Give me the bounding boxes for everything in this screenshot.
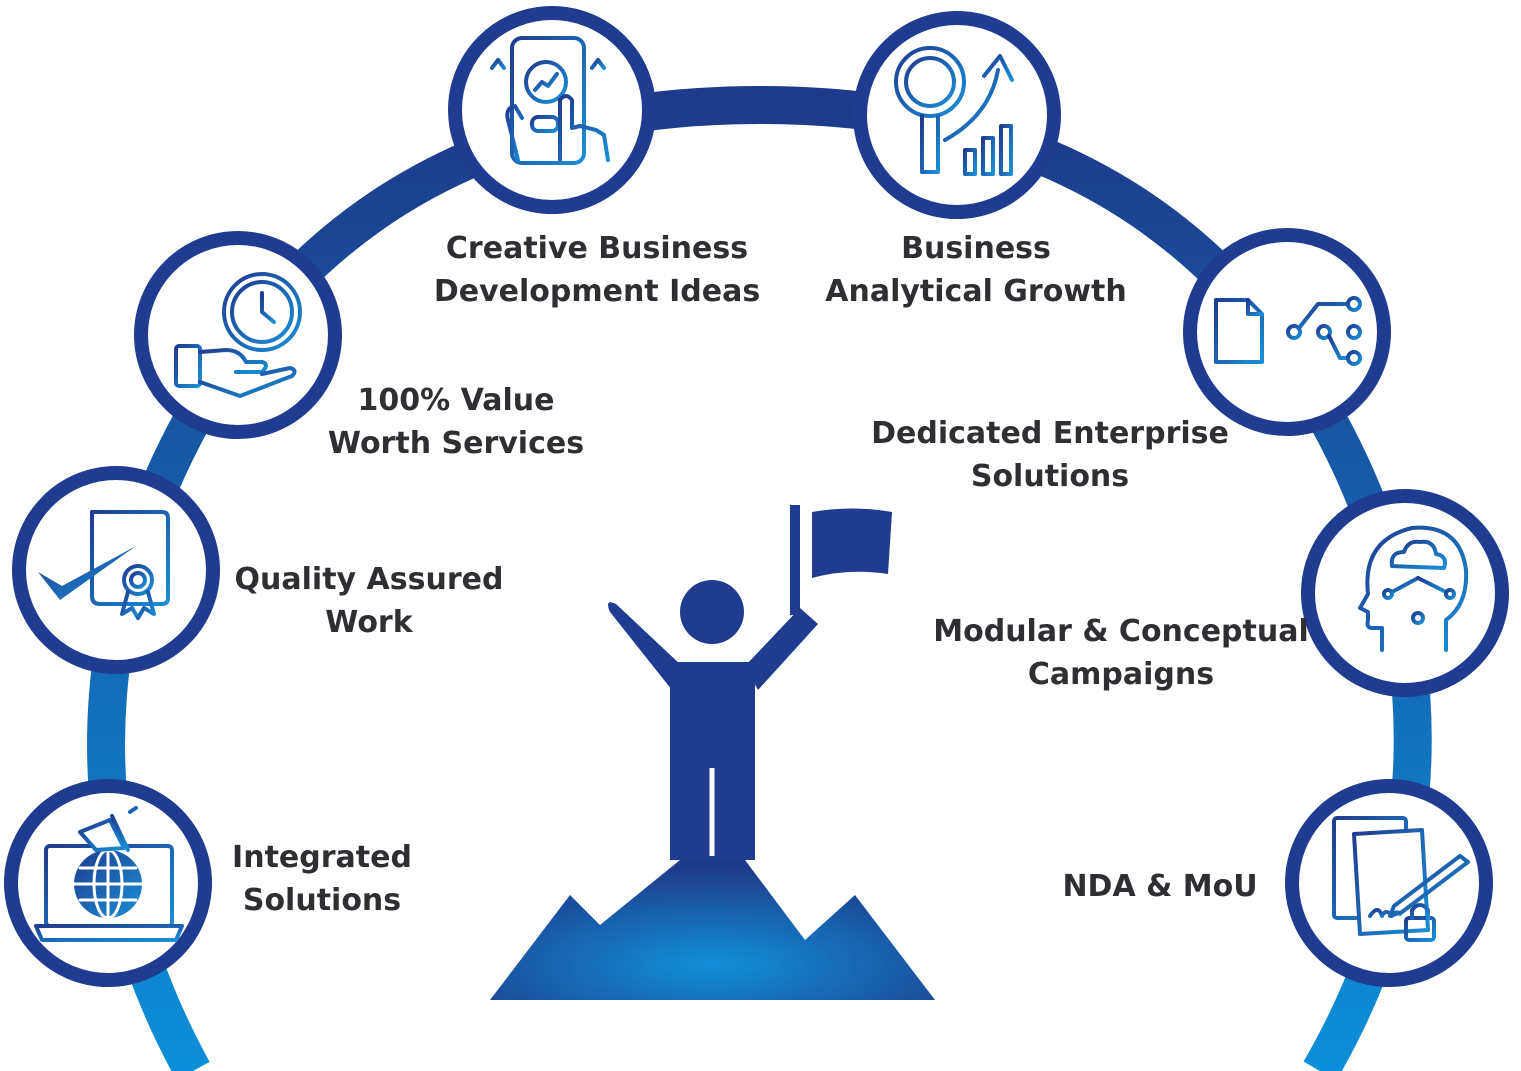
node-value bbox=[134, 231, 342, 439]
node-integrated bbox=[4, 779, 212, 987]
node-creative bbox=[448, 6, 656, 214]
checkmark-icon bbox=[38, 546, 136, 600]
person-flag-summit-icon bbox=[490, 505, 935, 1000]
hand-clock-icon bbox=[174, 272, 302, 398]
node-modular bbox=[1301, 489, 1509, 697]
magnifier-chart-icon bbox=[894, 46, 1014, 176]
mountain-shape bbox=[490, 860, 935, 1000]
head-cloud-icon bbox=[1358, 525, 1469, 652]
laptop-globe-megaphone-icon bbox=[34, 806, 184, 942]
person-figure bbox=[608, 505, 892, 860]
node-nda bbox=[1285, 779, 1493, 987]
label-nda: NDA & MoU bbox=[1062, 869, 1258, 904]
signed-document-lock-icon bbox=[1332, 816, 1470, 942]
node-quality bbox=[12, 466, 220, 674]
node-analytics bbox=[853, 11, 1061, 219]
smartphone-growth-icon bbox=[490, 36, 610, 165]
document-network-icon bbox=[1214, 296, 1362, 366]
certificate-check-icon bbox=[90, 510, 170, 620]
node-enterprise bbox=[1183, 228, 1391, 436]
